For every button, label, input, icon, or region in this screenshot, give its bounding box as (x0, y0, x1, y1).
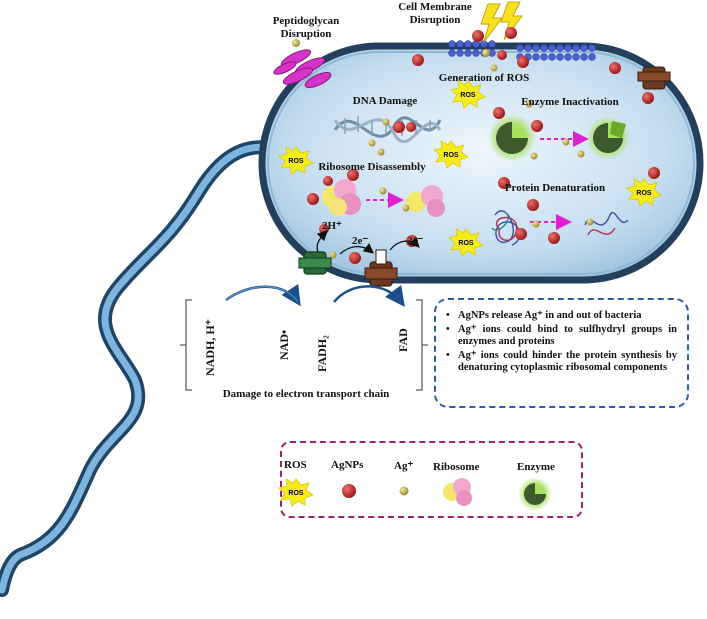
legend-agnps-label: AgNPs (331, 459, 364, 471)
legend-ribosome-icon (443, 478, 472, 506)
legend-enzyme-label: Enzyme (517, 461, 555, 473)
membrane-label: Cell Membrane Disruption (398, 1, 472, 26)
peptidoglycan-label: Peptidoglycan Disruption (272, 15, 340, 40)
ribosome-intact-icon (322, 179, 361, 216)
enzyme-inactive-icon (586, 116, 630, 160)
dna-damage-label: DNA Damage (352, 95, 418, 107)
etc-arc-1 (225, 283, 301, 307)
proton-arrow (316, 230, 328, 253)
ros-badges: ROS ROS ROS ROS ROS (278, 80, 662, 257)
etc-complex-2 (364, 249, 398, 287)
proton-label: 2H⁺ (322, 220, 342, 232)
fadh2-label: FADH₂ (315, 335, 329, 372)
svg-text:ROS: ROS (636, 190, 652, 197)
ribosome-split-icon (406, 185, 445, 217)
enzyme-active-icon (488, 114, 536, 162)
legend-ros-icon: ROS (278, 478, 314, 507)
mechanism-item: Ag⁺ ions could bind to sulfhydryl groups… (446, 324, 677, 349)
protein-denaturation-label: Protein Denaturation (504, 182, 606, 194)
enzyme-inactivation-label: Enzyme Inactivation (521, 96, 619, 108)
mechanism-info-box: AgNPs release Ag⁺ in and out of bacteria… (434, 298, 689, 408)
svg-text:ROS: ROS (460, 92, 476, 99)
svg-text:ROS: ROS (443, 152, 459, 159)
ag-ion-particles (292, 39, 594, 259)
mechanism-list: AgNPs release Ag⁺ in and out of bacteria… (446, 310, 677, 375)
electron-label-1: 2e⁻ (352, 235, 368, 247)
peptidoglycan-fragments (273, 49, 332, 88)
electron-label-2: 2e⁻ (407, 235, 423, 247)
mechanism-item: Ag⁺ ions could hinder the protein synthe… (446, 350, 677, 375)
flagellum (0, 140, 307, 597)
fad-label: FAD (396, 328, 410, 352)
electron-arrow-1 (339, 243, 375, 255)
legend-ros-label: ROS (284, 459, 307, 471)
legend-ag-ion-label: Ag⁺ (394, 460, 414, 472)
etc-complex-1 (298, 251, 332, 275)
electron-arrow-2 (389, 236, 420, 251)
membrane-protein (637, 66, 671, 90)
legend (280, 441, 583, 518)
etc-arc-2 (333, 284, 405, 308)
etc-damage-label: Damage to electron transport chain (222, 388, 390, 400)
legend-ag-ion-icon (399, 486, 409, 496)
svg-text:ROS: ROS (458, 240, 474, 247)
agnp-particles (307, 27, 660, 264)
nad-label: NAD• (277, 330, 291, 360)
ribosome-disassembly-label: Ribosome Disassembly (318, 161, 426, 173)
svg-text:ROS: ROS (288, 490, 304, 497)
nadh-label: NADH, H⁺ (203, 319, 217, 376)
etc-bracket (180, 299, 428, 391)
mechanism-item: AgNPs release Ag⁺ in and out of bacteria (446, 310, 677, 323)
ros-generation-label: Generation of ROS (438, 72, 530, 84)
legend-agnp-icon (342, 484, 356, 498)
legend-enzyme-icon (518, 477, 552, 511)
legend-ribosome-label: Ribosome (433, 461, 480, 473)
svg-text:ROS: ROS (288, 158, 304, 165)
